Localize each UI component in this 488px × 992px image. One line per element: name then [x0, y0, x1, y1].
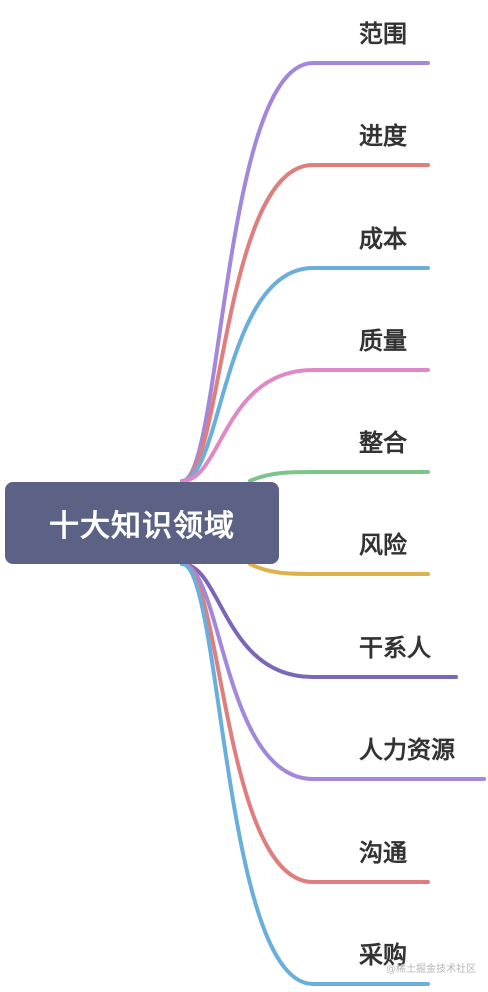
branch-label-6[interactable]: 风险 — [359, 531, 407, 559]
branch-connector-2 — [180, 163, 430, 483]
root-node[interactable]: 十大知识领域 — [5, 482, 279, 564]
branch-connector-9 — [180, 562, 430, 884]
branch-connector-5 — [248, 470, 430, 483]
branch-connector-10 — [180, 562, 430, 986]
branch-label-5[interactable]: 整合 — [359, 429, 407, 457]
watermark: @稀土掘金技术社区 — [386, 964, 476, 975]
branch-label-3[interactable]: 成本 — [359, 225, 407, 253]
branch-connectors — [180, 61, 486, 986]
branch-connector-8 — [180, 562, 486, 781]
branch-label-9[interactable]: 沟通 — [359, 839, 407, 867]
branch-connector-4 — [180, 368, 430, 483]
branch-label-2[interactable]: 进度 — [359, 122, 407, 150]
branch-connector-3 — [180, 266, 430, 483]
branch-label-8[interactable]: 人力资源 — [359, 736, 455, 764]
branch-connector-1 — [180, 61, 430, 483]
branch-label-4[interactable]: 质量 — [359, 327, 407, 355]
branch-label-1[interactable]: 范围 — [359, 20, 407, 48]
branch-label-10[interactable]: 采购 — [359, 941, 407, 969]
branch-connector-7 — [180, 562, 458, 679]
branch-label-7[interactable]: 干系人 — [359, 634, 431, 662]
branch-connector-6 — [248, 562, 430, 576]
